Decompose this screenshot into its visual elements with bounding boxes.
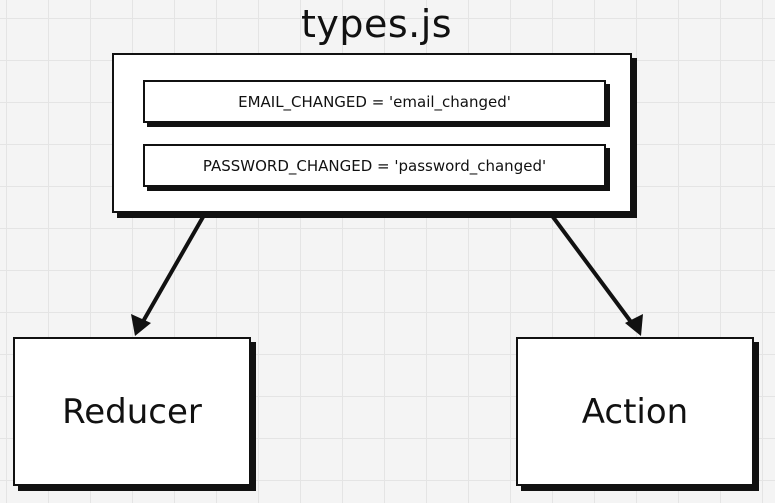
arrow-to-action-head bbox=[625, 314, 643, 336]
arrow-to-reducer bbox=[131, 215, 205, 336]
diagram-title: types.js bbox=[300, 2, 453, 46]
reducer-label: Reducer bbox=[62, 391, 202, 432]
arrow-to-reducer-head bbox=[131, 314, 151, 336]
action-box: Action bbox=[516, 337, 754, 486]
reducer-box: Reducer bbox=[13, 337, 251, 486]
arrow-to-reducer-line bbox=[139, 215, 205, 327]
action-label: Action bbox=[581, 391, 689, 432]
arrow-to-action-line bbox=[551, 215, 636, 328]
arrow-to-action bbox=[551, 215, 643, 336]
constant-email-changed: EMAIL_CHANGED = 'email_changed' bbox=[143, 80, 606, 123]
constant-password-changed: PASSWORD_CHANGED = 'password_changed' bbox=[143, 144, 606, 187]
